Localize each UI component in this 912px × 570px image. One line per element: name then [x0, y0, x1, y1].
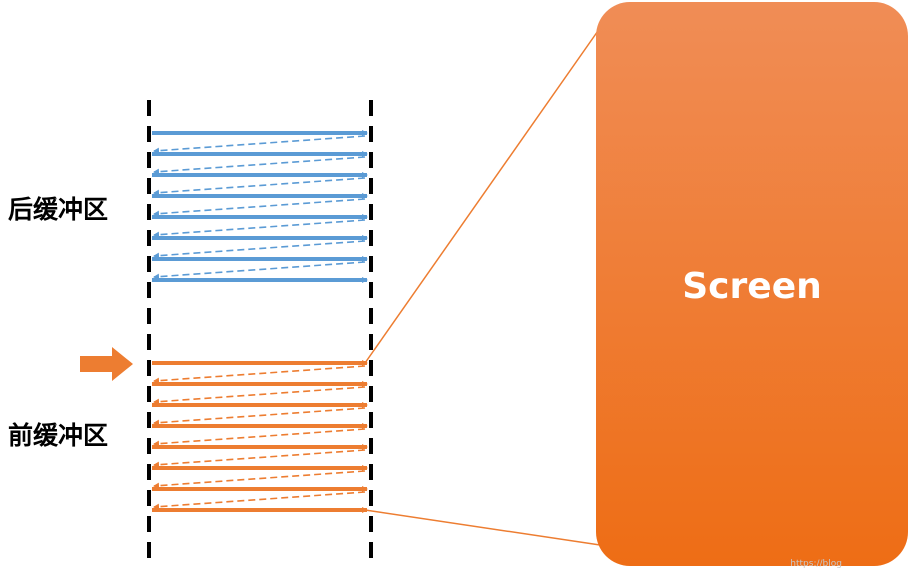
- retrace-line: [153, 470, 366, 489]
- retrace-line: [153, 365, 366, 384]
- connector-line-top: [364, 27, 601, 364]
- front-buffer-scan-lines: [152, 360, 368, 513]
- retrace-line: [153, 386, 366, 405]
- back-buffer-scan-lines: [152, 130, 368, 283]
- retrace-line: [153, 219, 366, 238]
- front-buffer-label: 前缓冲区: [8, 421, 108, 450]
- retrace-line: [153, 261, 366, 280]
- retrace-line: [153, 198, 366, 217]
- retrace-line: [153, 240, 366, 259]
- retrace-line: [153, 407, 366, 426]
- right-arrow-icon: [80, 347, 133, 381]
- retrace-line: [153, 177, 366, 196]
- retrace-line: [153, 428, 366, 447]
- retrace-line: [153, 491, 366, 510]
- retrace-line: [153, 156, 366, 175]
- watermark: https://blog: [790, 559, 842, 569]
- back-buffer-label: 后缓冲区: [8, 195, 108, 224]
- retrace-line: [153, 135, 366, 154]
- screen-label: Screen: [682, 266, 821, 307]
- retrace-line: [153, 449, 366, 468]
- connector-line-bottom: [364, 509, 601, 546]
- screen-panel: [596, 2, 908, 566]
